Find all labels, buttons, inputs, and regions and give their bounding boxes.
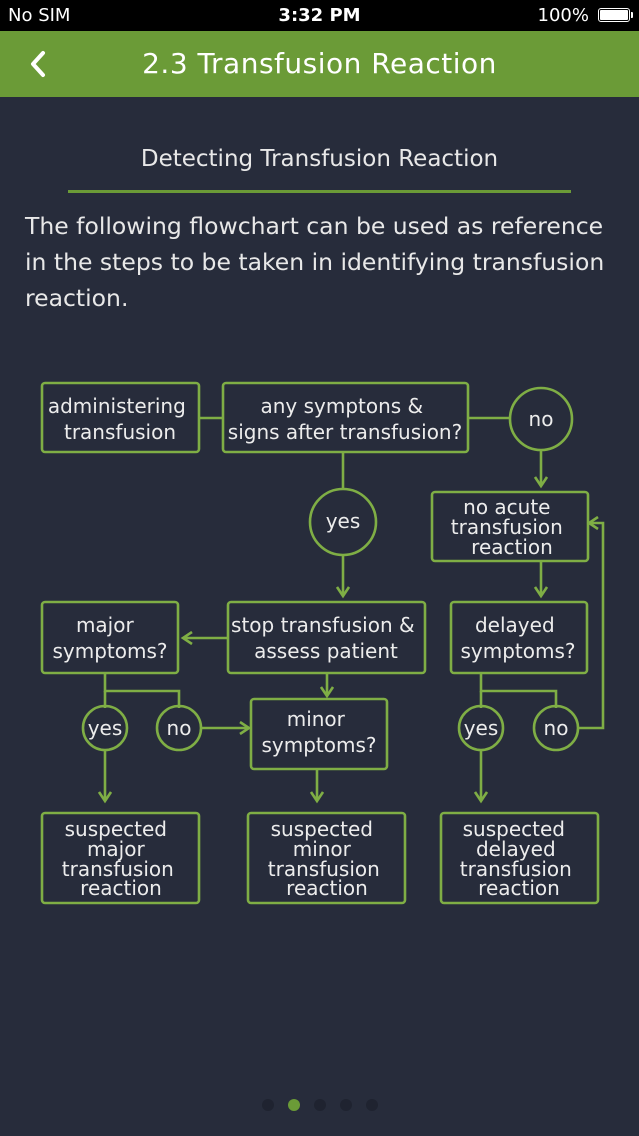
node-susp-delayed-box [439,811,600,905]
node-minor-label: minor symptoms? [261,707,376,757]
node-no-delayed-circle [532,704,580,752]
node-any-symptoms-box [221,381,470,454]
battery-icon [598,8,633,22]
edge-major-split [103,673,181,708]
page-dot-2[interactable] [287,1099,300,1111]
node-delayed-box [449,600,589,675]
page-dot-1[interactable] [261,1099,274,1111]
status-bar: No SIM 3:32 PM 100% [0,0,639,31]
heading-divider [68,190,571,193]
node-delayed-label: delayed symptoms? [460,613,575,663]
node-yes-major-circle [81,704,129,752]
node-no-acute-box [430,490,590,563]
page-dot-4[interactable] [339,1099,352,1111]
node-minor-box [249,697,389,771]
node-susp-minor-box [246,811,407,905]
node-susp-minor-label: suspected minor transfusion reaction [268,817,386,900]
back-button[interactable] [18,43,58,85]
node-yes-delayed-circle [457,704,505,752]
node-susp-major-label: suspected major transfusion reaction [62,817,180,900]
node-administering-label: administering transfusion [48,394,192,444]
node-no-acute-label: no acute transfusion reaction [451,495,569,559]
node-yes-delayed-label: yes [464,716,499,740]
node-no-delayed-label: no [544,716,569,740]
node-yes-top-circle [308,487,378,557]
intro-text: The following flowchart can be used as r… [25,212,605,312]
node-stop-label: stop transfusion & assess patient [231,613,421,663]
flowchart: administering transfusion any symptons &… [40,381,605,905]
clock: 3:32 PM [278,5,361,26]
page-title: 2.3 Transfusion Reaction [142,47,497,80]
edge-delayed-split [479,673,558,708]
node-yes-top-label: yes [326,509,361,533]
node-susp-delayed-label: suspected delayed transfusion reaction [460,817,578,900]
node-administering-box [40,381,201,454]
chevron-left-icon [31,51,45,77]
node-major-box [40,600,180,675]
carrier-label: No SIM [8,5,71,26]
node-susp-major-box [40,811,201,905]
nav-bar: 2.3 Transfusion Reaction [0,31,639,97]
node-any-symptoms-label: any symptons & signs after transfusion? [228,394,462,444]
edge-no-loopback [579,523,605,730]
page-dot-5[interactable] [365,1099,378,1111]
page-dot-3[interactable] [313,1099,326,1111]
node-stop-box [226,600,427,675]
node-major-label: major symptoms? [52,613,167,663]
node-no-top-circle [508,386,574,452]
section-heading: Detecting Transfusion Reaction [140,146,499,172]
page-indicator[interactable] [0,1099,639,1113]
node-no-top-label: no [529,407,554,431]
battery-percent: 100% [537,5,589,26]
node-yes-major-label: yes [88,716,123,740]
node-no-major-label: no [167,716,192,740]
node-no-major-circle [155,704,203,752]
